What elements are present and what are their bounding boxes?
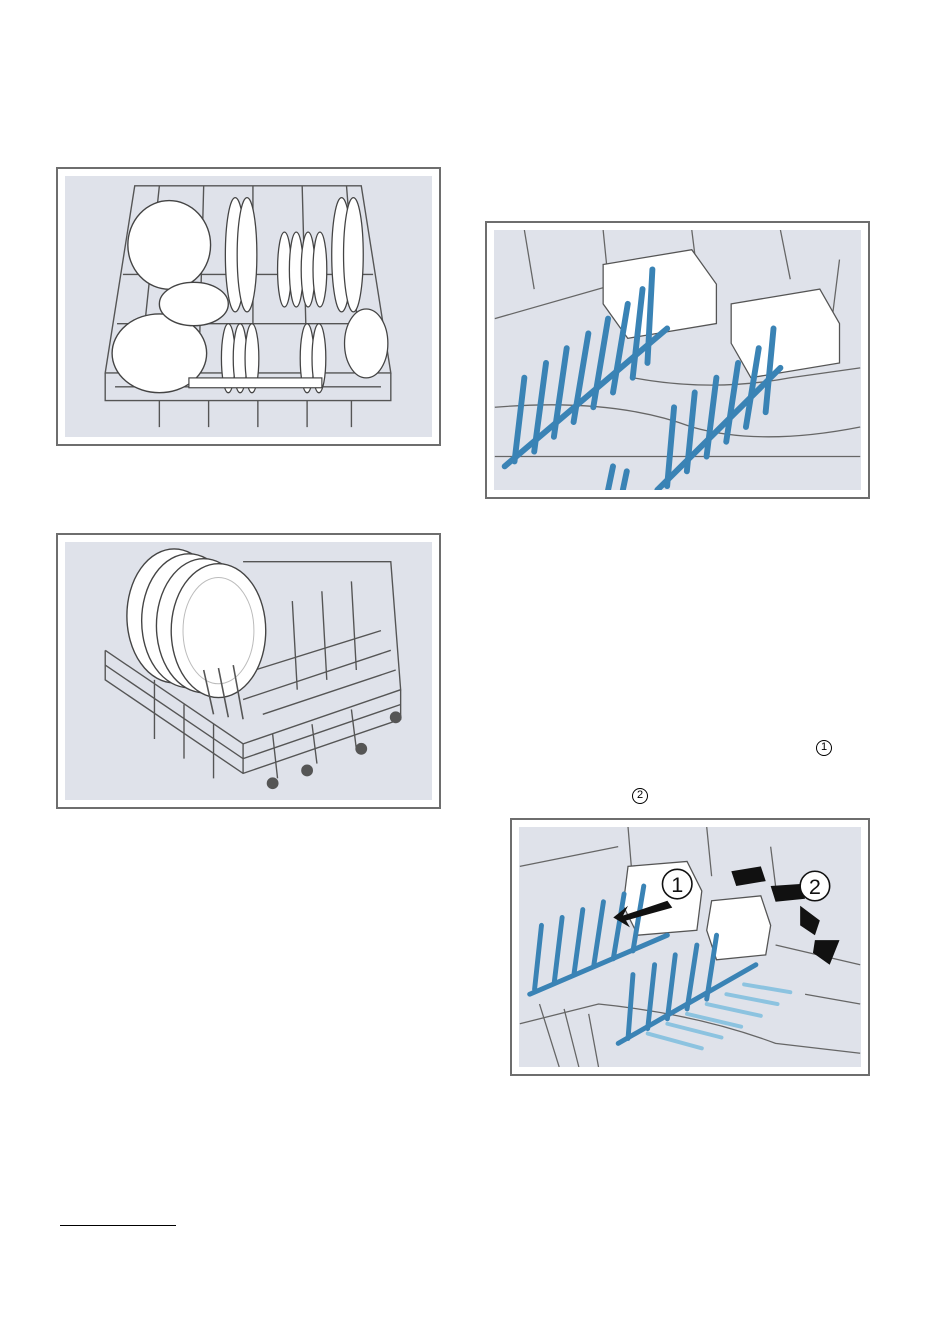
lower-basket-illustration <box>65 542 432 800</box>
figure-lower-basket-plates <box>56 533 441 809</box>
figure-folding-tines-steps: 1 2 <box>510 818 870 1076</box>
step-2-marker: 2 <box>632 788 648 804</box>
step-1-marker: 1 <box>816 740 832 756</box>
foldable-tines-illustration <box>494 230 861 490</box>
footnote-rule <box>60 1225 176 1226</box>
figure-upper-basket-loaded <box>56 167 441 446</box>
figure-foldable-tines <box>485 221 870 499</box>
upper-basket-illustration <box>65 176 432 437</box>
arrow-label-1: 1 <box>671 872 683 897</box>
arrow-label-2: 2 <box>809 874 821 899</box>
folding-tines-steps-illustration: 1 2 <box>519 827 861 1067</box>
